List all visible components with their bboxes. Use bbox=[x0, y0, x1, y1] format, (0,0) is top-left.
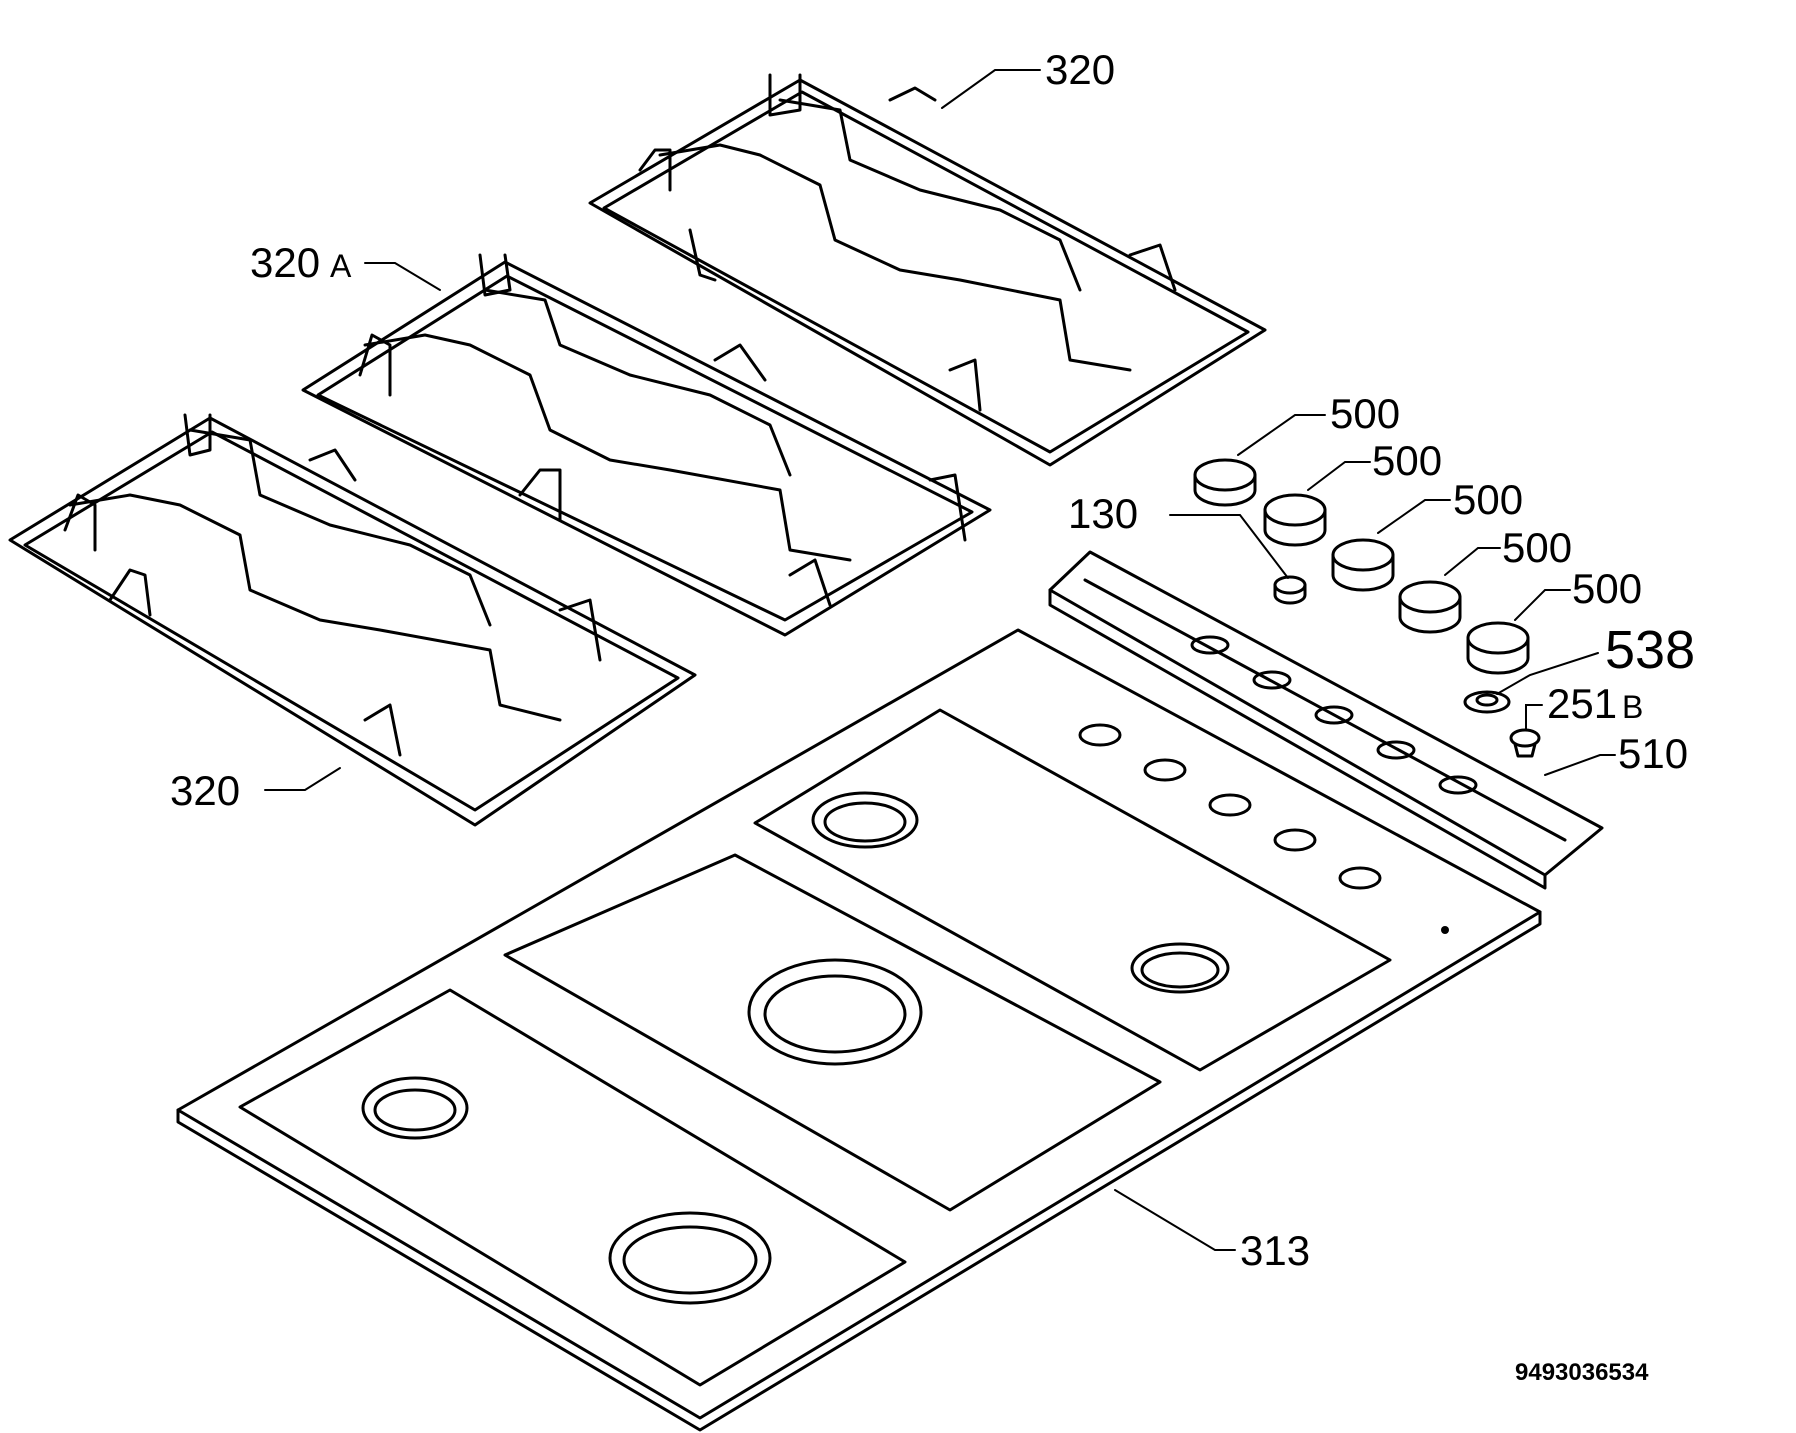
knob-1 bbox=[1193, 458, 1257, 507]
label-500-5: 500 bbox=[1572, 565, 1642, 612]
part-251b bbox=[1509, 728, 1541, 758]
label-320-top: 320 bbox=[1045, 46, 1115, 93]
drawing-code: 9493036534 bbox=[1515, 1359, 1649, 1386]
label-500-4: 500 bbox=[1502, 524, 1572, 571]
label-313: 313 bbox=[1240, 1227, 1310, 1274]
knob-3 bbox=[1331, 538, 1395, 592]
label-500-3: 500 bbox=[1453, 476, 1523, 523]
label-320a: 320 bbox=[250, 239, 320, 286]
label-130: 130 bbox=[1068, 490, 1138, 537]
pan-support-top bbox=[588, 73, 1267, 467]
part-538 bbox=[1463, 690, 1511, 714]
label-320-bottom: 320 bbox=[170, 767, 240, 814]
label-320a-suffix: A bbox=[330, 248, 352, 284]
ignition-button-130 bbox=[1273, 575, 1307, 605]
label-538: 538 bbox=[1605, 620, 1695, 680]
label-500-1: 500 bbox=[1330, 390, 1400, 437]
label-500-2: 500 bbox=[1372, 437, 1442, 484]
knob-4 bbox=[1398, 580, 1462, 634]
control-knobs bbox=[1193, 458, 1530, 675]
hob-top-plate bbox=[176, 628, 1542, 1432]
pan-support-middle bbox=[301, 253, 992, 637]
knob-5 bbox=[1466, 621, 1530, 675]
leader-lines bbox=[264, 69, 1616, 1251]
knob-2 bbox=[1263, 493, 1327, 547]
label-510: 510 bbox=[1618, 730, 1688, 777]
label-251b: 251 bbox=[1547, 680, 1617, 727]
control-panel-strip bbox=[1048, 550, 1604, 890]
pan-support-bottom bbox=[8, 413, 697, 827]
label-251b-suffix: B bbox=[1622, 689, 1643, 725]
